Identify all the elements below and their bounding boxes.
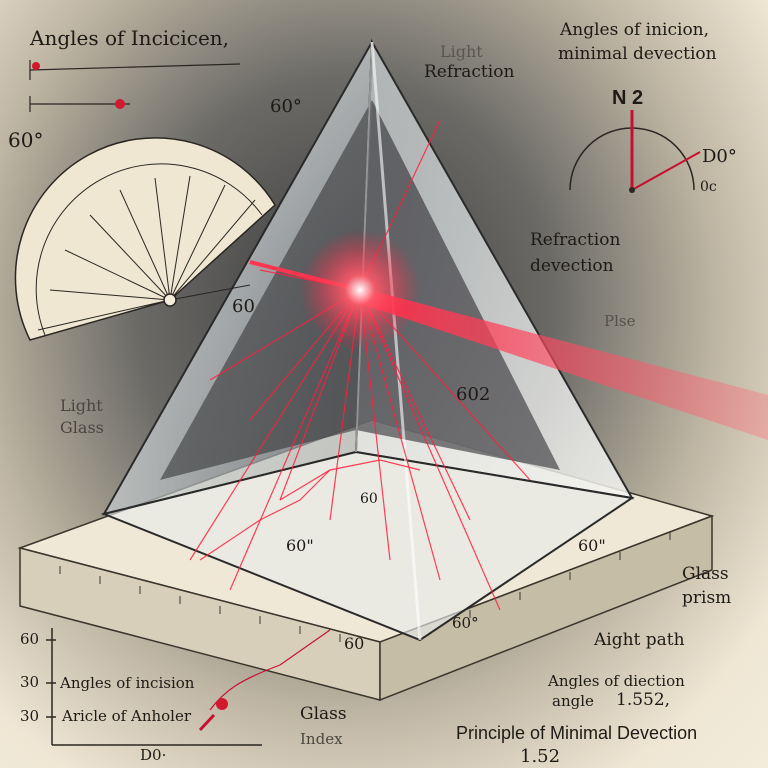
base-angle-60-far: 60° <box>452 614 479 632</box>
top-right-title-line2: minimal devection <box>558 44 717 64</box>
glass-prism <box>100 38 635 642</box>
aight-path-label: Aight path <box>594 630 685 650</box>
angles-of-diection: Angles of diection <box>548 672 685 690</box>
protractor <box>14 137 276 341</box>
compass-zero-label: 0c <box>700 179 717 195</box>
compass-angle-label: D0° <box>702 146 737 167</box>
angle-60-left: 60° <box>8 128 44 152</box>
graph-legend-article: Aricle of Anholer <box>62 707 192 725</box>
base-angle-60-lower: 60 <box>344 634 365 653</box>
base-angle-60-quote: 60" <box>286 536 314 555</box>
refraction-devection-line1: Refraction <box>530 230 621 250</box>
graph-tick-30-lower: 30 <box>20 707 40 725</box>
light-glass-line2: Glass <box>60 418 104 437</box>
angle-dial <box>569 110 701 193</box>
light-glass-line1: Light <box>60 396 103 415</box>
light-refraction-line2: Refraction <box>424 62 515 82</box>
glass-index-line2: Index <box>300 730 343 748</box>
plse-label: Plse <box>604 312 636 330</box>
graph-x-label: D0· <box>140 746 167 764</box>
exit-beam <box>350 285 768 440</box>
scale-marker-bottom <box>115 99 125 109</box>
prism-angle-602: 602 <box>456 384 491 405</box>
angle-graph <box>46 628 331 746</box>
angle-60-top: 60° <box>270 96 302 117</box>
refraction-flare <box>300 230 420 350</box>
glass-index-line1: Glass <box>300 704 347 724</box>
base-angle-60-right: 60" <box>578 536 606 555</box>
prism-angle-60: 60 <box>232 296 255 317</box>
graph-tick-60: 60 <box>20 630 40 648</box>
principle-value: 1.52 <box>520 746 561 767</box>
graph-tick-30-upper: 30 <box>20 673 40 691</box>
top-right-title-line1: Angles of inicion, <box>560 20 710 40</box>
angle-caption: angle <box>552 692 594 710</box>
glass-prism-line2: prism <box>682 588 732 608</box>
compass-north-label: N 2 <box>612 87 644 109</box>
graph-legend-angles: Angles of incision <box>60 674 195 692</box>
glass-prism-line1: Glass <box>682 564 729 584</box>
graph-marker <box>216 698 228 710</box>
light-refraction-line1: Light <box>440 42 483 61</box>
angle-value: 1.552, <box>616 690 671 710</box>
top-left-scales <box>29 60 241 112</box>
base-angle-60-center: 60 <box>360 491 378 507</box>
top-left-title: Angles of Incicicen, <box>30 26 230 50</box>
scale-marker-top <box>32 62 40 70</box>
refraction-devection-line2: devection <box>530 256 614 276</box>
principle-title: Principle of Minimal Devection <box>456 723 698 743</box>
